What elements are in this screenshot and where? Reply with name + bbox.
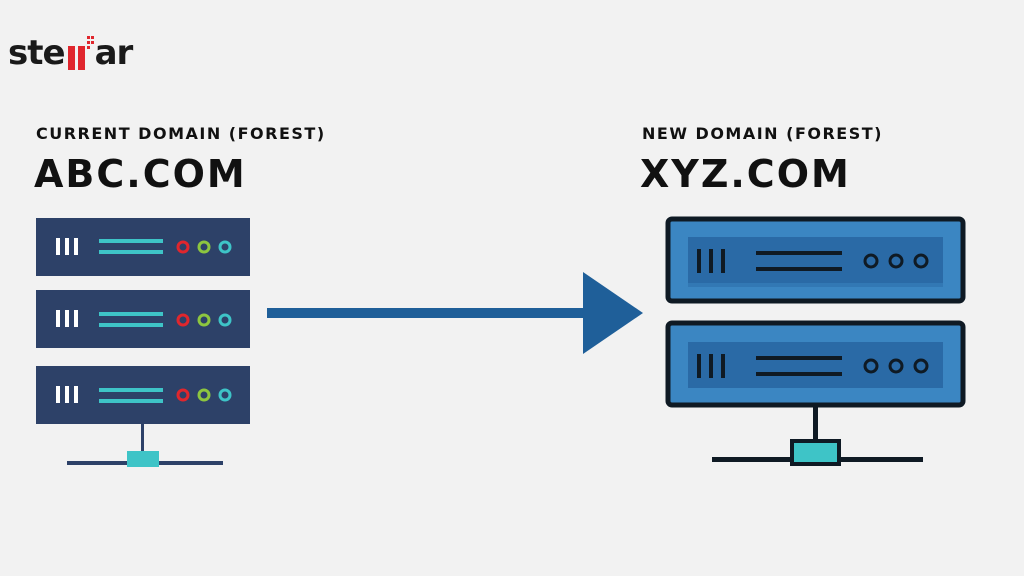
source-server-unit: [36, 366, 250, 424]
current-domain-title: ABC.COM: [34, 152, 247, 196]
target-server-unit: [665, 320, 966, 408]
source-server-unit: [36, 218, 250, 276]
stellar-logo: ste ar: [8, 26, 134, 73]
source-server-unit: [36, 290, 250, 348]
migration-arrow-icon: [267, 272, 643, 354]
target-server-icon: [665, 216, 966, 466]
new-domain-title: XYZ.COM: [640, 152, 851, 196]
target-network-connector: [712, 407, 923, 466]
logo-text-suffix: ar: [94, 33, 134, 73]
current-domain-subtitle: CURRENT DOMAIN (FOREST): [36, 124, 326, 143]
source-network-connector: [67, 424, 223, 467]
logo-text-prefix: ste: [8, 33, 66, 73]
new-domain-subtitle: NEW DOMAIN (FOREST): [642, 124, 883, 143]
source-server-icon: [36, 218, 250, 467]
logo-mark-icon: [67, 36, 94, 70]
target-server-unit: [665, 216, 966, 304]
